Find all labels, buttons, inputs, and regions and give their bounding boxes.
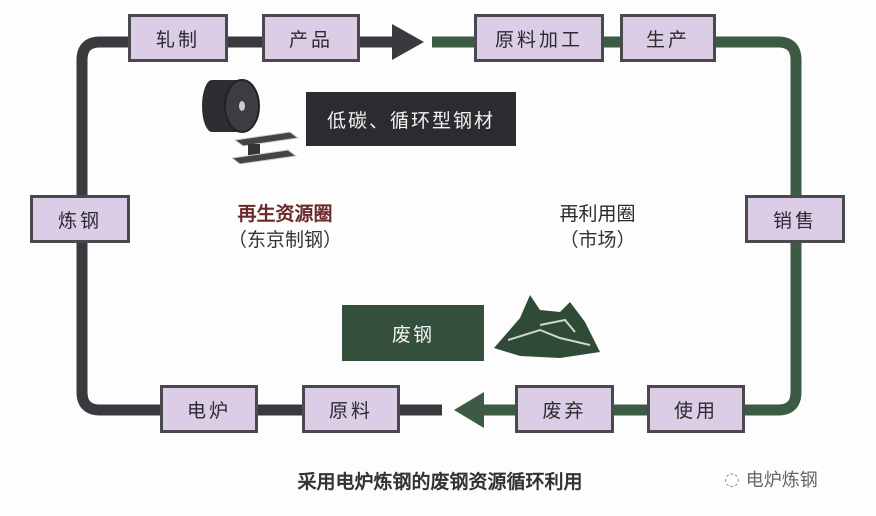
wechat-icon: ◌	[724, 468, 740, 490]
region-reuse-sub: （市场）	[559, 229, 636, 251]
h-beam-icon	[230, 131, 300, 165]
product-label: 低碳、循环型钢材	[306, 92, 516, 146]
left-arrow-head	[454, 392, 484, 428]
node-rolling: 轧制	[128, 14, 228, 62]
node-raw-processing: 原料加工	[474, 14, 604, 62]
node-production: 生产	[620, 14, 716, 62]
watermark-text: 电炉炼钢	[745, 470, 818, 491]
watermark: ◌ 电炉炼钢	[724, 466, 818, 492]
region-recycle-sub: （东京制钢）	[227, 229, 342, 251]
node-electric-furnace: 电炉	[160, 385, 258, 433]
right-arrow-head	[392, 24, 424, 60]
region-reuse-title: 再利用圈	[559, 203, 636, 225]
node-raw-material: 原料	[302, 385, 400, 433]
node-use: 使用	[647, 385, 745, 433]
node-product: 产品	[262, 14, 360, 62]
node-sales: 销售	[745, 195, 845, 243]
node-steelmaking: 炼钢	[30, 195, 130, 243]
region-recycle-title: 再生资源圈	[237, 203, 333, 225]
scrap-pile-icon	[494, 295, 600, 358]
scrap-label: 废钢	[342, 305, 484, 361]
steel-coil-icon	[202, 79, 260, 133]
caption: 采用电炉炼钢的废钢资源循环利用	[297, 471, 583, 493]
node-discard: 废弃	[515, 385, 614, 433]
